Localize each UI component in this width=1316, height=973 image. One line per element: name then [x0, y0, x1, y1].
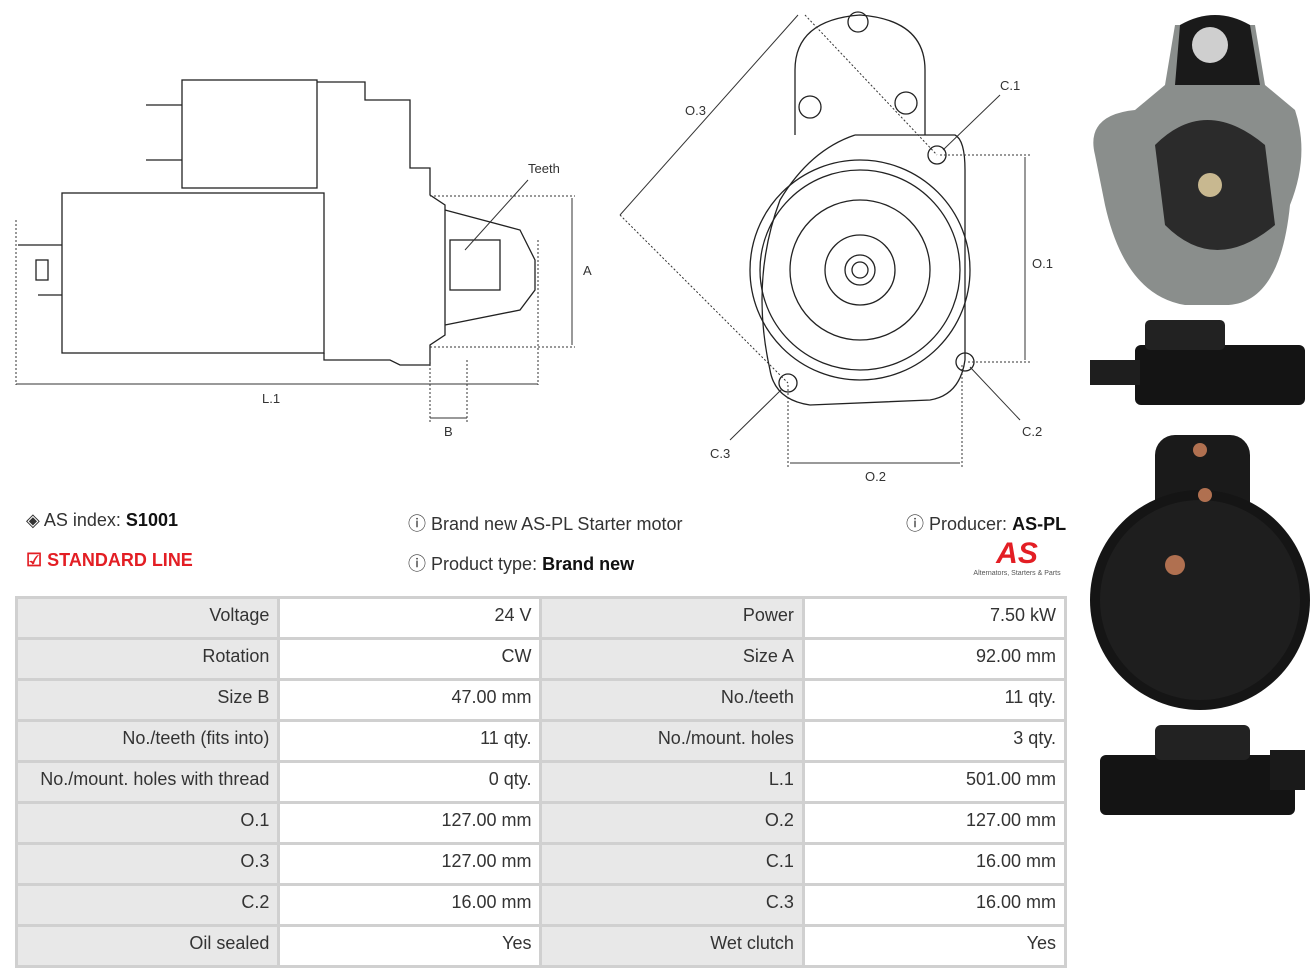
label-b: B: [444, 424, 453, 439]
spec-value: 47.00 mm: [277, 678, 543, 722]
spec-label: No./mount. holes: [539, 719, 805, 763]
as-index: ◈ AS index: S1001: [26, 510, 178, 531]
spec-value: 3 qty.: [801, 719, 1068, 763]
spec-value: 7.50 kW: [801, 596, 1068, 640]
spec-label: No./teeth: [539, 678, 805, 722]
spec-label: Power: [539, 596, 805, 640]
spec-label: Oil sealed: [14, 924, 281, 968]
spec-value: 11 qty.: [801, 678, 1068, 722]
spec-value: 127.00 mm: [277, 801, 543, 845]
label-o2: O.2: [865, 469, 886, 484]
photo-side-small: [1090, 320, 1305, 405]
spec-label: O.3: [14, 842, 281, 886]
spec-value: 24 V: [277, 596, 543, 640]
front-view-drawing: O.3 C.1 O.1 C.2 C.3 O.2: [619, 11, 1053, 484]
spec-label: L.1: [539, 760, 805, 804]
spec-value: 127.00 mm: [801, 801, 1068, 845]
photo-front-gray: [1093, 15, 1302, 305]
spec-value: 501.00 mm: [801, 760, 1068, 804]
spec-label: No./mount. holes with thread: [14, 760, 281, 804]
spec-label: Wet clutch: [539, 924, 805, 968]
info-icon: ⓘ: [408, 554, 426, 574]
spec-label: C.3: [539, 883, 805, 927]
spec-label: Rotation: [14, 637, 281, 681]
checkbox-icon: ☑: [26, 550, 43, 570]
spec-label: O.2: [539, 801, 805, 845]
spec-label: C.1: [539, 842, 805, 886]
label-c1: C.1: [1000, 78, 1020, 93]
spec-value: 92.00 mm: [801, 637, 1068, 681]
standard-line-badge: ☑ STANDARD LINE: [26, 550, 193, 571]
spec-label: C.2: [14, 883, 281, 927]
description: ⓘ Brand new AS-PL Starter motor: [408, 510, 682, 536]
label-c3: C.3: [710, 446, 730, 461]
product-type-value: Brand new: [542, 554, 635, 574]
spec-value: 16.00 mm: [277, 883, 543, 927]
producer-value: AS-PL: [1012, 514, 1067, 534]
spec-value: 16.00 mm: [801, 842, 1068, 886]
spec-value: 0 qty.: [277, 760, 543, 804]
logo-mark: AS: [996, 537, 1038, 570]
label-c2: C.2: [1022, 424, 1042, 439]
as-index-label: AS index:: [43, 510, 121, 530]
spec-value: CW: [277, 637, 543, 681]
spec-value: 11 qty.: [277, 719, 543, 763]
label-l1: L.1: [262, 391, 280, 406]
spec-label: Size B: [14, 678, 281, 722]
logo-tagline: Alternators, Starters & Parts: [973, 570, 1061, 577]
photo-side-large: [1100, 725, 1305, 815]
label-o3: O.3: [685, 103, 706, 118]
product-photos: [1090, 15, 1310, 815]
producer-label: Producer:: [929, 514, 1008, 534]
description-text: Brand new AS-PL Starter motor: [431, 514, 683, 534]
label-a: A: [583, 263, 592, 278]
spec-label: Size A: [539, 637, 805, 681]
as-logo: AS Alternators, Starters & Parts: [966, 537, 1068, 578]
tags-icon: ◈: [26, 510, 40, 530]
photo-rear: [1090, 435, 1310, 710]
as-index-value: S1001: [125, 510, 178, 530]
producer: ⓘ Producer: AS-PL: [906, 510, 1066, 536]
side-view-drawing: Teeth A L.1 B: [15, 79, 592, 439]
label-teeth: Teeth: [528, 161, 560, 176]
product-type-label: Product type:: [431, 554, 538, 574]
label-o1: O.1: [1032, 256, 1053, 271]
spec-label: Voltage: [14, 596, 281, 640]
spec-label: O.1: [14, 801, 281, 845]
standard-line-label: STANDARD LINE: [47, 550, 193, 570]
spec-value: 127.00 mm: [277, 842, 543, 886]
table-row: No./teeth (fits into)11 qty.No./mount. h…: [14, 719, 1068, 763]
product-type: ⓘ Product type: Brand new: [408, 550, 634, 576]
info-icon: ⓘ: [906, 514, 924, 534]
spec-value: Yes: [801, 924, 1068, 968]
spec-label: No./teeth (fits into): [14, 719, 281, 763]
spec-value: 16.00 mm: [801, 883, 1068, 927]
info-icon: ⓘ: [408, 514, 426, 534]
spec-value: Yes: [277, 924, 543, 968]
